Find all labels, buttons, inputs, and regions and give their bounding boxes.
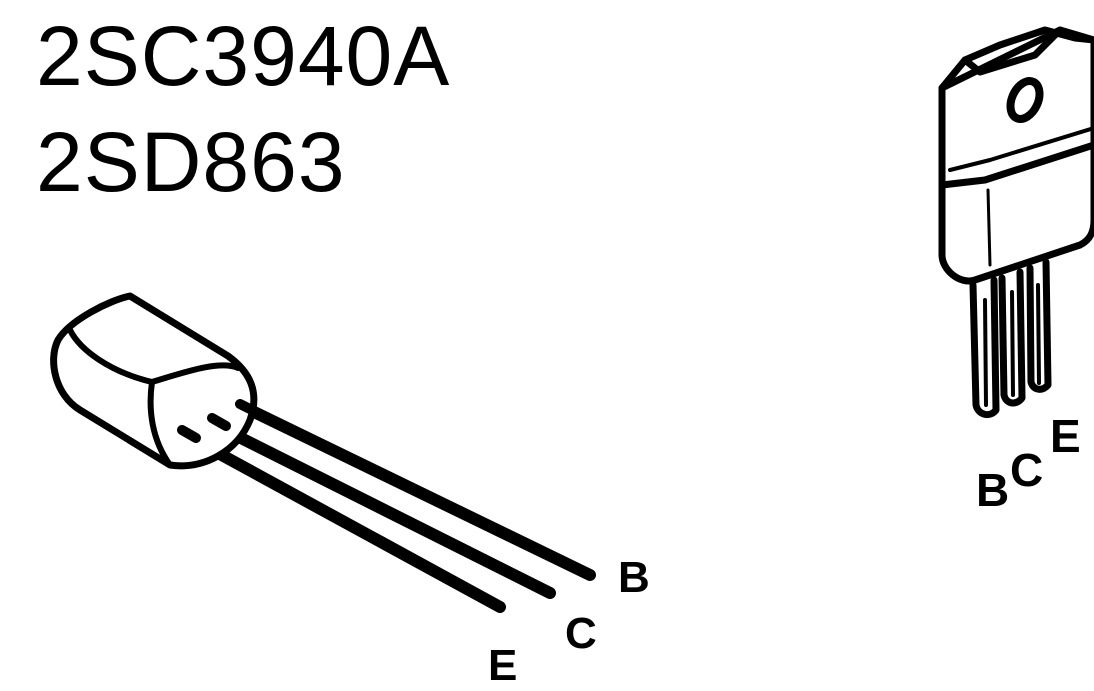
mounting-hole	[1006, 77, 1044, 123]
to92-pin-labels: B C E	[488, 553, 650, 690]
to92-lead-c	[209, 419, 556, 599]
part-number-2sc3940a: 2SC3940A	[36, 9, 451, 103]
to220-pin-labels: B C E	[976, 410, 1081, 516]
to92-transistor	[50, 292, 596, 613]
to220-transistor	[938, 26, 1094, 419]
to92-pin-label-e: E	[488, 641, 517, 690]
to92-lead-e	[179, 429, 506, 613]
to92-body	[50, 292, 258, 470]
to220-pin-label-e: E	[1050, 410, 1081, 462]
to220-pin-label-b: B	[976, 464, 1009, 516]
to92-pin-label-c: C	[565, 609, 597, 658]
to92-lead-b	[244, 404, 596, 581]
to92-pin-label-b: B	[618, 553, 650, 602]
to220-pin-label-c: C	[1010, 444, 1043, 496]
to220-leads	[969, 258, 1052, 419]
to220-body	[938, 26, 1094, 285]
part-number-2sd863: 2SD863	[36, 115, 346, 209]
to92-leads	[179, 404, 596, 613]
